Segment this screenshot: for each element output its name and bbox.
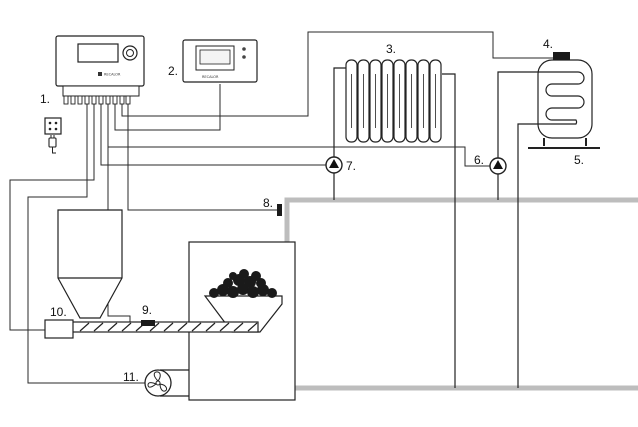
controller-logo-mark [98, 72, 102, 76]
label-tank-pump: 6. [474, 153, 484, 167]
terminal-pin [77, 95, 83, 105]
terminal-strip [62, 85, 140, 97]
tank-sensor [553, 52, 570, 60]
controller-display [77, 43, 119, 63]
burner-bowl [203, 269, 283, 333]
plug-icon [48, 135, 57, 154]
label-heating-pump: 7. [346, 159, 356, 173]
heating-pipes [284, 197, 638, 391]
fuel-pellet [223, 278, 233, 288]
auger-flight [233, 322, 244, 332]
fuel-pellet [229, 272, 237, 280]
fuel-pellet [227, 286, 239, 298]
auger-flight [219, 322, 230, 332]
auger-flight [191, 322, 202, 332]
wire-fan [27, 104, 146, 384]
feeder-sensor [141, 320, 155, 326]
auger-flight [177, 322, 188, 332]
room-panel-brand: RECALOR [202, 75, 219, 79]
terminal-connectors [63, 95, 131, 105]
controller-knob-center [126, 49, 134, 57]
fan-unit [144, 369, 189, 397]
label-feeder-motor: 10. [50, 305, 67, 319]
fan-duct [160, 369, 189, 397]
terminal-pin [63, 95, 69, 105]
pump-icon [489, 157, 507, 175]
room-panel: RECALOR 2. [168, 39, 258, 83]
terminal-pin [91, 95, 97, 105]
tank-return-line [517, 123, 538, 388]
wire-feeder-motor [9, 104, 95, 331]
fuel-pellets [209, 269, 277, 298]
terminal-pin [70, 95, 76, 105]
fuel-pellet [239, 269, 249, 279]
auger-flight [163, 322, 174, 332]
room-panel-button [242, 47, 246, 51]
room-panel-button [242, 55, 246, 59]
boiler-sensor [277, 204, 282, 216]
wire-boiler-sensor [127, 104, 277, 211]
terminal-pin [84, 95, 90, 105]
terminal-pin [112, 95, 118, 105]
socket-icon [44, 117, 62, 135]
feeder-auger [71, 321, 259, 333]
label-room-panel: 2. [168, 64, 178, 78]
terminal-pin [119, 95, 125, 105]
water-tank: 4. 5. [528, 37, 600, 167]
controller-unit: RECALOR 1. [40, 35, 145, 106]
tank-stand [528, 138, 600, 149]
label-boiler-sensor: 8. [263, 196, 273, 210]
supply-pipe [284, 197, 638, 242]
wire-tank-sensor [121, 31, 553, 117]
auger-flight [247, 322, 258, 332]
label-controller: 1. [40, 92, 50, 106]
fuel-pellet [251, 271, 261, 281]
auger-flight [79, 322, 90, 332]
fuel-pellet [267, 288, 277, 298]
fan-icon [144, 369, 172, 397]
fuel-pellet [247, 286, 259, 298]
fuel-hopper [57, 209, 123, 319]
pump-icon [325, 156, 343, 174]
auger-flight [93, 322, 104, 332]
label-feeder-sensor: 9. [142, 303, 152, 317]
radiator-return-line [442, 73, 456, 388]
terminal-pin [105, 95, 111, 105]
auger-flight [121, 322, 132, 332]
auger-flight [107, 322, 118, 332]
terminal-pin [125, 95, 131, 105]
controller-brand: RECALOR [104, 73, 121, 77]
radiator-supply-line [333, 67, 346, 200]
tank-coil [538, 71, 585, 125]
auger-screw [79, 322, 258, 332]
auger-flight [205, 322, 216, 332]
label-water-tank: 5. [574, 153, 584, 167]
feeder-motor [44, 319, 74, 339]
label-fan: 11. [123, 370, 139, 384]
wire-heating-pump [100, 104, 326, 166]
hopper-body [57, 209, 123, 319]
fuel-pellet [256, 278, 266, 288]
fuel-pellet [209, 288, 219, 298]
label-radiator: 3. [386, 42, 396, 56]
label-tank-sensor: 4. [543, 37, 553, 51]
radiator: 3. [345, 42, 442, 143]
auger-flight [149, 322, 160, 332]
wire-room-panel [114, 84, 221, 131]
terminal-pin [98, 95, 104, 105]
